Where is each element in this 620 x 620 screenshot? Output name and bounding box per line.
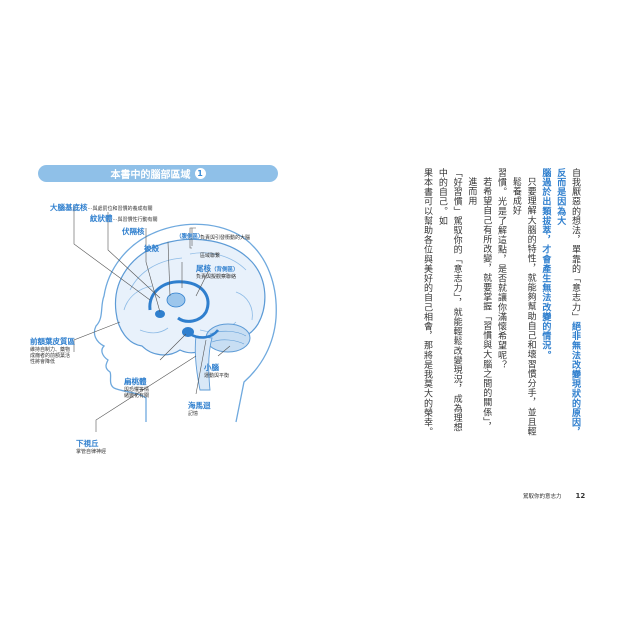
nucleus-accumbens-title: 伏隔核 <box>122 227 145 236</box>
hippocampus-shape <box>189 329 219 339</box>
figure-title-banner: 本書中的腦部區域 1 <box>38 165 278 182</box>
cerebellum-title: 小腦 <box>204 363 219 372</box>
head-outline <box>93 223 277 423</box>
page-footer: 駕馭你的意志力 12 <box>523 492 585 500</box>
hippocampus-title: 海馬迴 <box>188 401 211 410</box>
striatum-shape <box>148 280 210 323</box>
paragraph-1: 自我厭惡的想法，單靠的「意志力」絕非無法改變現狀的原因，反而是因為大 <box>552 168 582 438</box>
paragraph-3: 若希望自己有所改變，就要掌握「習慣與大腦之間的關係」，進而用 <box>466 177 492 432</box>
ventral-title: （腹側區） <box>176 234 204 240</box>
hypothalamus-desc: 掌管自律神經 <box>76 449 107 456</box>
leader-lines <box>73 206 231 432</box>
nucleus-accumbens-shape <box>155 310 165 318</box>
paragraph-2: 只要理解大腦的特性，就能夠幫助自己和壞習慣分手，並且輕鬆養成好 <box>510 177 536 437</box>
ventral-desc: 負責與引發衝動的大腦區域聯繫 <box>200 235 251 260</box>
prefrontal-desc-1: 維持自制力、藥物 <box>30 347 71 354</box>
label-basal-ganglia: 大腦基底核⋯與處罰位和習慣的養成有關 <box>50 196 153 214</box>
figure-number-badge: 1 <box>194 168 206 179</box>
amygdala-title: 扁桃體 <box>124 377 147 386</box>
p1-highlight-1: 絕非無法改變現狀的原因，反而是因為大 <box>555 168 580 437</box>
striatum-desc: ⋯與習慣性行動有關 <box>112 217 158 223</box>
paragraph-2-cont: 習慣。光是了解這點，是否就讓你滿懷希望呢？ <box>496 168 507 370</box>
paragraph-3-cont: 「好習慣」駕馭你的「意志力」，就能輕鬆改變現況，成為理想中的自己。如 <box>436 168 462 433</box>
prefrontal-title: 前額葉皮質區 <box>30 337 75 346</box>
basal-ganglia-desc: ⋯與處罰位和習慣的養成有關 <box>87 206 153 212</box>
label-ventral-desc: 負責與引發衝動的大腦區域聯繫 <box>200 225 250 262</box>
caudate-sub: （背側區） <box>211 267 239 273</box>
paragraph-3-end: 果本書可以幫助各位與美好的自己相會，那將是我莫大的榮幸。 <box>422 168 433 437</box>
prefrontal-desc-2: 成癮者的前額葉活 <box>30 353 71 360</box>
shell-shape <box>166 292 186 308</box>
caudate-desc: 負責與擬觀察聯絡 <box>196 274 237 281</box>
label-cerebellum: 小腦 運動與平衡 <box>204 356 229 380</box>
label-amygdala: 扁桃體 與恐懼等情 緒變化有關 <box>124 370 149 400</box>
amygdala-desc-2: 緒變化有關 <box>124 393 150 400</box>
body-text: 自我厭惡的想法，單靠的「意志力」絕非無法改變現狀的原因，反而是因為大 腦過於出類… <box>419 168 582 438</box>
label-nucleus-accumbens: 伏隔核 <box>122 220 145 238</box>
label-striatum: 紋狀體⋯與習慣性行動有關 <box>90 207 158 225</box>
hypothalamus-title: 下視丘 <box>76 439 99 448</box>
label-shell: 被殼 <box>144 237 159 255</box>
label-prefrontal: 前額葉皮質區 維持自制力、藥物 成癮者的前額葉活 性將會降低 <box>30 330 75 366</box>
prefrontal-desc-3: 性將會降低 <box>30 358 56 365</box>
cerebellum-desc: 運動與平衡 <box>204 373 230 380</box>
amygdala-desc-1: 與恐懼等情 <box>124 387 150 394</box>
running-title: 駕馭你的意志力 <box>523 494 562 500</box>
p1-part-a: 自我厭惡的想法，單靠的「意志力」 <box>570 168 580 322</box>
label-hippocampus: 海馬迴 記憶 <box>188 394 211 418</box>
figure-title: 本書中的腦部區域 <box>110 170 191 181</box>
caudate-title: 尾核 <box>196 264 211 273</box>
shell-title: 被殼 <box>144 244 159 253</box>
hippocampus-desc: 記憶 <box>188 411 199 418</box>
label-caudate: 尾核（背側區） 負責與擬觀察聯絡 <box>196 257 239 281</box>
p1-highlight-2: 腦過於出類拔萃，才會產生無法改變的情況。 <box>540 168 551 360</box>
striatum-title: 紋狀體 <box>90 214 113 223</box>
label-hypothalamus: 下視丘 掌管自律神經 <box>76 432 106 456</box>
page-number: 12 <box>575 492 586 500</box>
basal-ganglia-title: 大腦基底核 <box>50 203 88 212</box>
label-ventral: （腹側區） <box>176 224 204 242</box>
